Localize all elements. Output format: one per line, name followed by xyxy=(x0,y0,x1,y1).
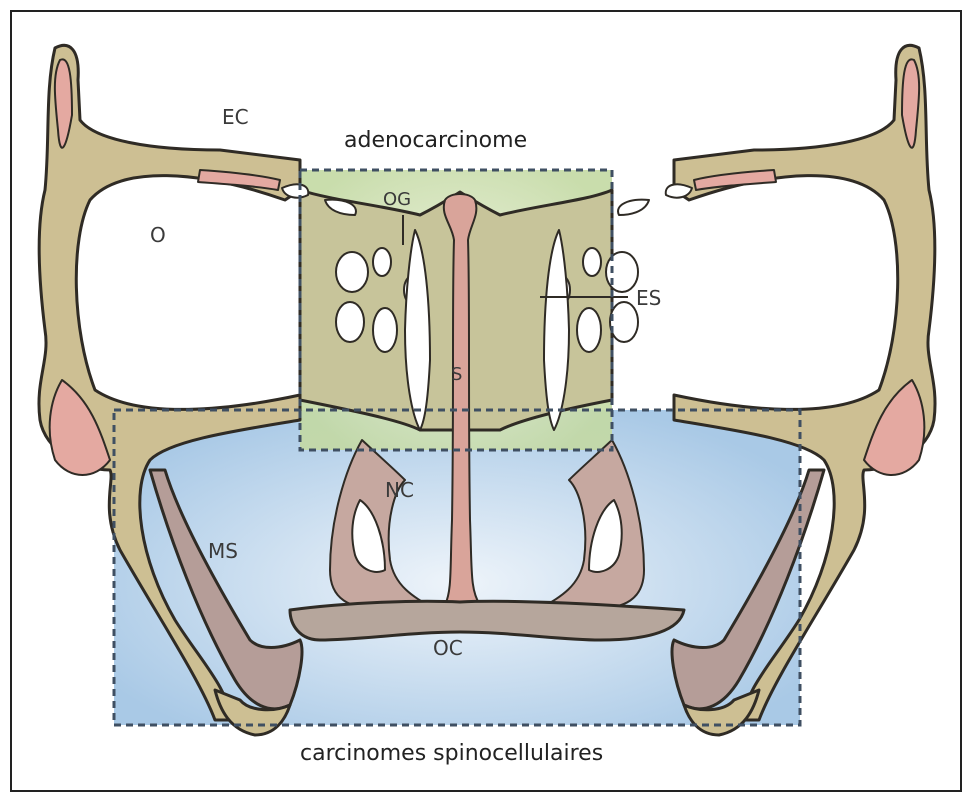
ethmoid-cell xyxy=(577,308,601,352)
label-ms: MS xyxy=(208,539,238,563)
label-es: ES xyxy=(636,286,661,310)
label-og: OG xyxy=(383,189,411,210)
upper-region-title: adenocarcinome xyxy=(344,128,527,153)
ethmoid-cell xyxy=(373,248,391,276)
ethmoid-cell xyxy=(373,308,397,352)
ethmoid-cell xyxy=(336,252,368,292)
label-s: S xyxy=(451,364,462,385)
lower-region-title: carcinomes spinocellulaires xyxy=(300,741,603,766)
label-o: O xyxy=(150,223,166,247)
ethmoid-cell xyxy=(583,248,601,276)
label-nc: NC xyxy=(385,478,414,502)
hard-palate xyxy=(290,601,684,640)
right-upper-slit xyxy=(618,200,649,215)
label-ec: EC xyxy=(222,105,249,129)
ethmoid-cell xyxy=(336,302,364,342)
ethmoid-cell xyxy=(610,302,638,342)
label-oc: OC xyxy=(433,636,463,660)
